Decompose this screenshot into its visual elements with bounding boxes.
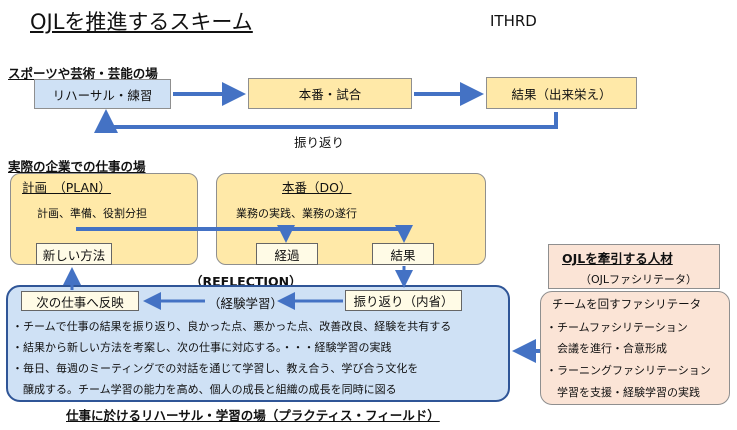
facilitator-line-4: ・ラーニングファシリテーション xyxy=(546,364,711,377)
plan-title: 計画 （PLAN） xyxy=(22,180,111,195)
do-result-label: 結果 xyxy=(390,247,416,263)
feedback-label: 振り返り xyxy=(294,135,345,150)
result-box: 結果（出来栄え） xyxy=(486,77,637,109)
process-label: 経過 xyxy=(274,247,300,263)
apply-box: 次の仕事へ反映 xyxy=(21,291,139,311)
facilitator-subtitle: （OJLファシリテータ） xyxy=(580,273,698,286)
do-title: 本番（DO） xyxy=(282,180,352,195)
facilitator-header-box xyxy=(548,244,720,289)
new-method-box: 新しい方法 xyxy=(36,243,112,265)
bullet-1: ・チームで仕事の結果を振り返り、良かった点、悪かった点、改善改良、経験を共有する xyxy=(12,320,452,333)
performance-label: 本番・試合 xyxy=(298,87,362,102)
page-title: OJLを推進するスキーム xyxy=(30,10,253,34)
result-label: 結果（出来栄え） xyxy=(511,86,612,102)
do-desc: 業務の実践、業務の遂行 xyxy=(236,207,357,220)
facilitator-line-5: 学習を支援・経験学習の実践 xyxy=(546,386,700,399)
rehearsal-box: リハーサル・練習 xyxy=(34,79,171,109)
new-method-label: 新しい方法 xyxy=(42,247,106,263)
do-result-box: 結果 xyxy=(372,243,434,265)
rehearsal-label: リハーサル・練習 xyxy=(52,87,153,103)
learning-label: （経験学習） xyxy=(208,296,284,311)
process-box: 経過 xyxy=(256,243,318,265)
performance-box: 本番・試合 xyxy=(248,78,412,109)
facilitator-title: OJLを牽引する人材 xyxy=(562,251,673,266)
plan-desc: 計画、準備、役割分担 xyxy=(37,207,147,220)
facilitator-role-box xyxy=(540,291,730,405)
review-label: 振り返り（内省） xyxy=(353,294,454,309)
arrow-feedback-loop xyxy=(94,109,558,133)
bullet-4: 醸成する。チーム学習の能力を高め、個人の成長と組織の成長を同時に図る xyxy=(12,383,397,396)
section-work-label: 実際の企業での仕事の場 xyxy=(8,159,146,174)
apply-label: 次の仕事へ反映 xyxy=(36,294,124,310)
practice-field-footer: 仕事に於けるリハーサル・学習の場（プラクティス・フィールド） xyxy=(66,408,440,423)
facilitator-line-1: チームを回すファシリテータ xyxy=(552,297,702,311)
bullet-2: ・結果から新しい方法を考案し、次の仕事に対応する。・・・経験学習の実践 xyxy=(12,341,392,354)
facilitator-line-2: ・チームファシリテーション xyxy=(546,321,688,334)
org-label: ITHRD xyxy=(490,12,537,30)
review-box: 振り返り（内省） xyxy=(345,290,462,311)
bullet-3: ・毎日、毎週のミーティングでの対話を通じて学習し、教え合う、学び合う文化を xyxy=(12,362,419,375)
facilitator-line-3: 会議を進行・合意形成 xyxy=(546,342,667,355)
section-sports-label: スポーツや芸術・芸能の場 xyxy=(8,66,158,81)
